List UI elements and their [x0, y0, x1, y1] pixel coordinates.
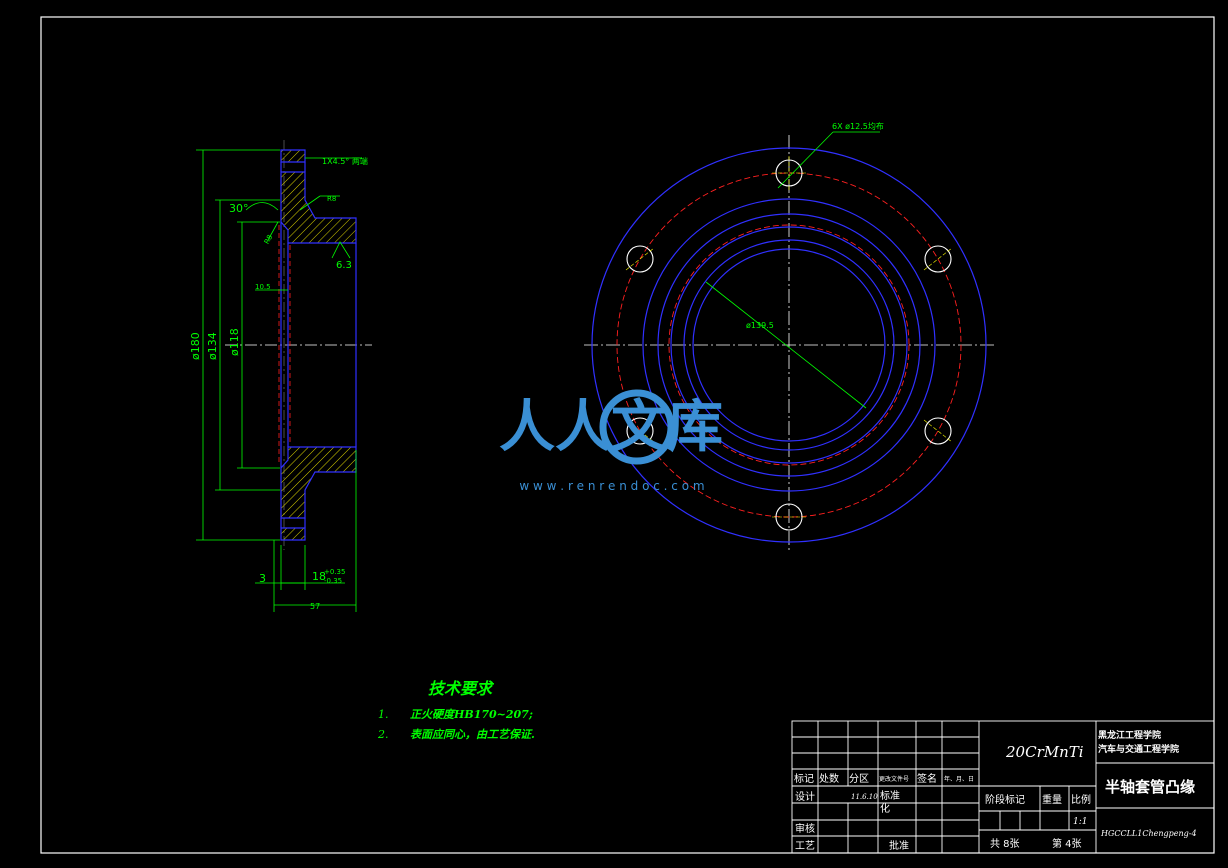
- dim-57: 57: [310, 602, 320, 611]
- dim-d134: ø134: [206, 332, 219, 360]
- outer-circle: [591, 147, 987, 543]
- hdr-zone: 分区: [849, 773, 869, 785]
- hdr-date: 年、月、日: [944, 775, 974, 783]
- radius-label: R8: [327, 195, 336, 203]
- tech-title: 技术要求: [428, 679, 495, 698]
- section-upper-body: [280, 171, 357, 244]
- section-lower-rim: [280, 527, 306, 541]
- radius-label-2: R8: [263, 234, 275, 246]
- std-label-2: 化: [880, 802, 890, 815]
- weight-label: 重量: [1042, 793, 1062, 806]
- sheet-border: [40, 16, 1215, 854]
- side-section-view: 1X4.5° 两端 30° R8 R8 6.3 10.5 ø180 ø134 ø…: [189, 140, 372, 612]
- material: 20CrMnTi: [1005, 743, 1084, 761]
- tech-item-2: 表面应同心，由工艺保证.: [410, 728, 535, 741]
- sheet-number: 第 4张: [1052, 837, 1082, 850]
- scale-value: 1:1: [1073, 817, 1087, 827]
- department-name: 汽车与交通工程学院: [1098, 743, 1179, 755]
- hdr-docno: 更改文件号: [879, 775, 909, 783]
- watermark-url: w w w . r e n r e n d o c . c o m: [519, 479, 704, 493]
- tech-item-1-num: 1.: [378, 708, 389, 721]
- watermark: 人人文库 w w w . r e n r e n d o c . c o m: [499, 389, 723, 493]
- tech-requirements: 技术要求 1. 正火硬度HB170~207; 2. 表面应同心，由工艺保证.: [377, 679, 535, 741]
- hub-circle: [642, 198, 936, 492]
- watermark-text: 人人文库: [499, 395, 723, 460]
- drawing-code: HGCCLL1Chengpeng-4: [1100, 829, 1197, 838]
- approve-label: 批准: [889, 839, 909, 852]
- dim-3: 3: [259, 572, 266, 585]
- section-upper-rim: [280, 149, 306, 163]
- watermark-logo-ring: [599, 389, 675, 465]
- tech-item-1: 正火硬度HB170~207;: [410, 708, 533, 721]
- tol-lower: -0.35: [324, 577, 342, 585]
- angle-label: 30°: [229, 202, 249, 215]
- design-date: 11.6.10: [851, 793, 878, 801]
- review-label: 审核: [795, 822, 815, 835]
- title-block: 20CrMnTi 黑龙江工程学院 汽车与交通工程学院 半轴套管凸缘 标记 处数 …: [791, 720, 1215, 854]
- design-label: 设计: [795, 790, 815, 803]
- front-view: 6X ø12.5均布 ø139.5: [584, 121, 995, 552]
- section-lower-body: [280, 446, 357, 519]
- stage-mark-label: 阶段标记: [985, 793, 1025, 806]
- dim-10-5: 10.5: [255, 283, 271, 291]
- total-sheets: 共 8张: [990, 838, 1020, 850]
- process-label: 工艺: [795, 840, 815, 852]
- chamfer-note: 1X4.5° 两端: [322, 156, 368, 166]
- dim-d118: ø118: [228, 328, 241, 356]
- tol-upper: +0.35: [324, 568, 345, 576]
- roughness-label: 6.3: [336, 260, 352, 271]
- dim-d139-5: ø139.5: [746, 321, 774, 330]
- std-label-1: 标准: [880, 790, 900, 802]
- dim-d180: ø180: [189, 332, 202, 360]
- school-name: 黑龙江工程学院: [1098, 729, 1161, 741]
- hdr-marks: 标记: [794, 773, 814, 785]
- scale-label: 比例: [1071, 793, 1091, 806]
- hdr-count: 处数: [819, 772, 839, 785]
- hdr-sign: 签名: [917, 772, 937, 785]
- tech-item-2-num: 2.: [377, 728, 389, 741]
- dim-18: 18: [312, 570, 326, 583]
- holes-note: 6X ø12.5均布: [832, 121, 884, 131]
- bolt-circle: [616, 172, 962, 518]
- part-name: 半轴套管凸缘: [1105, 778, 1195, 796]
